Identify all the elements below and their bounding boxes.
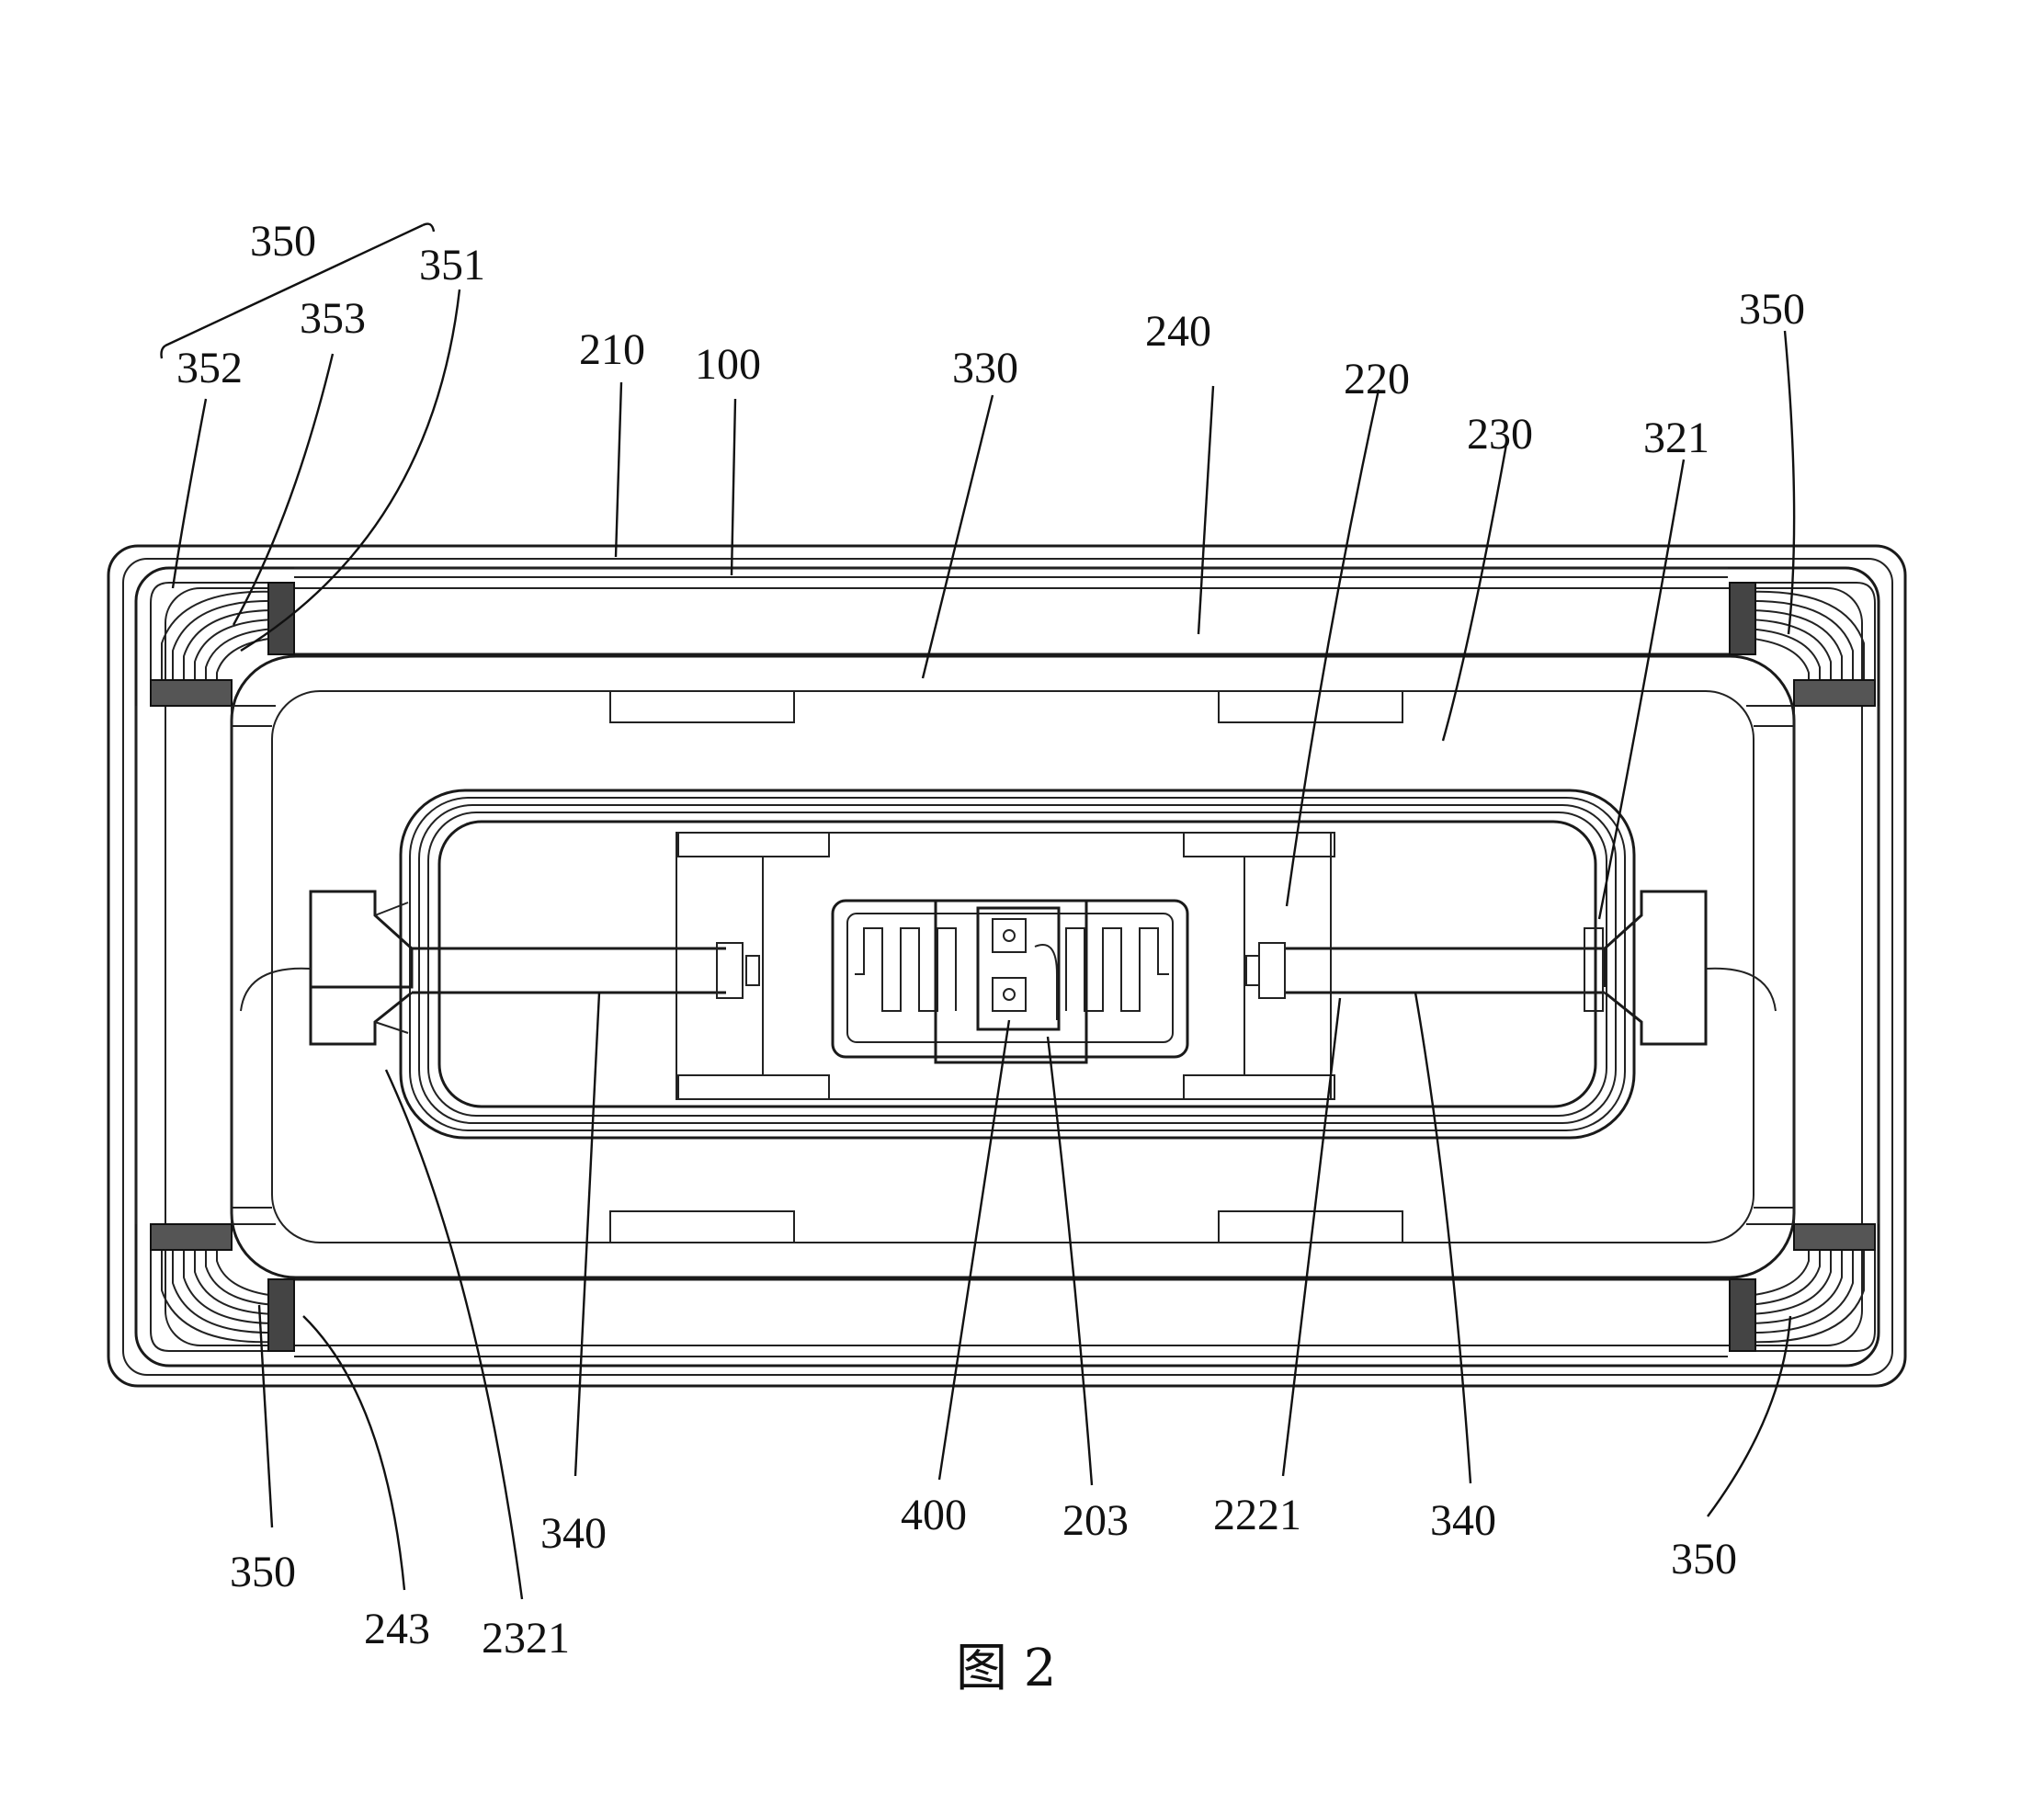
frame-330 — [230, 654, 1796, 1279]
rail-240 — [165, 587, 1863, 1346]
chip-400 — [831, 899, 1189, 1064]
side-posts — [135, 706, 1879, 1224]
corner-350-bottom-right — [1729, 1223, 1876, 1352]
arm-340-left — [240, 890, 760, 1046]
block-220 — [676, 832, 1335, 1100]
outer-housing — [107, 544, 1907, 1388]
label-350-bottom-right: 350 — [1671, 1535, 1737, 1584]
label-350-group: 350 — [250, 217, 316, 266]
corner-350-bottom-left — [150, 1223, 295, 1352]
label-400: 400 — [901, 1491, 967, 1539]
label-243: 243 — [364, 1605, 430, 1653]
label-350-top-right: 350 — [1739, 285, 1805, 334]
label-340-left: 340 — [540, 1509, 607, 1558]
label-210: 210 — [579, 325, 645, 374]
reference-labels: 350 351 353 352 210 100 330 240 220 230 … — [176, 217, 1805, 1663]
label-240: 240 — [1145, 307, 1211, 356]
label-203: 203 — [1062, 1496, 1129, 1545]
label-330: 330 — [952, 344, 1018, 392]
label-2221: 2221 — [1213, 1491, 1301, 1539]
label-230: 230 — [1467, 410, 1533, 459]
plate-230 — [232, 690, 1794, 1243]
coil-321 — [399, 789, 1636, 1140]
label-350-bottom-left: 350 — [230, 1548, 296, 1596]
label-352: 352 — [176, 344, 243, 392]
corner-350-top-left — [150, 582, 295, 707]
leader-lines — [160, 222, 1796, 1600]
label-321: 321 — [1643, 414, 1709, 462]
label-220: 220 — [1344, 355, 1410, 403]
label-340-right: 340 — [1430, 1496, 1496, 1545]
figure-caption: 图 2 — [956, 1639, 1056, 1698]
arm-340-right — [1245, 890, 1777, 1046]
label-100: 100 — [695, 340, 761, 389]
corner-350-top-right — [1729, 582, 1876, 707]
label-351: 351 — [419, 241, 485, 289]
label-2321: 2321 — [482, 1614, 570, 1663]
label-353: 353 — [300, 294, 366, 343]
